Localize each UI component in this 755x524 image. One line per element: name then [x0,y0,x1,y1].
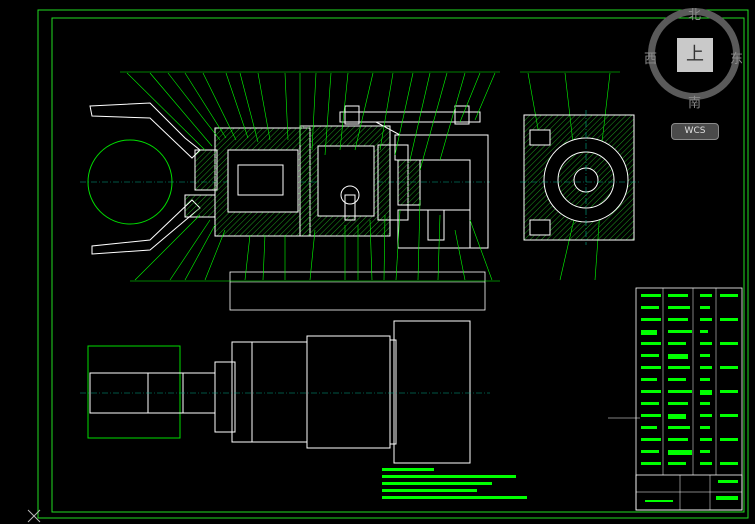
side-section-view[interactable] [520,110,640,245]
compass-north-label[interactable]: 北 [688,8,702,23]
sheet-outer-border [37,9,749,519]
wcs-menu-button[interactable]: WCS [671,123,719,140]
bottom-external-view[interactable] [80,320,490,464]
technical-notes [382,468,527,499]
parts-list-table[interactable] [608,287,743,511]
compass-west-label[interactable]: 西 [644,52,658,67]
viewcube-compass-ring[interactable] [648,8,740,100]
viewcube[interactable]: 上 北 南 东 西 [644,8,744,111]
main-section-view[interactable] [80,102,490,311]
compass-south-label[interactable]: 南 [688,96,702,111]
sheet-inner-border [51,17,745,513]
ucs-crosshair [27,509,41,523]
viewcube-top-face[interactable]: 上 [677,38,713,72]
compass-east-label[interactable]: 东 [730,52,744,67]
